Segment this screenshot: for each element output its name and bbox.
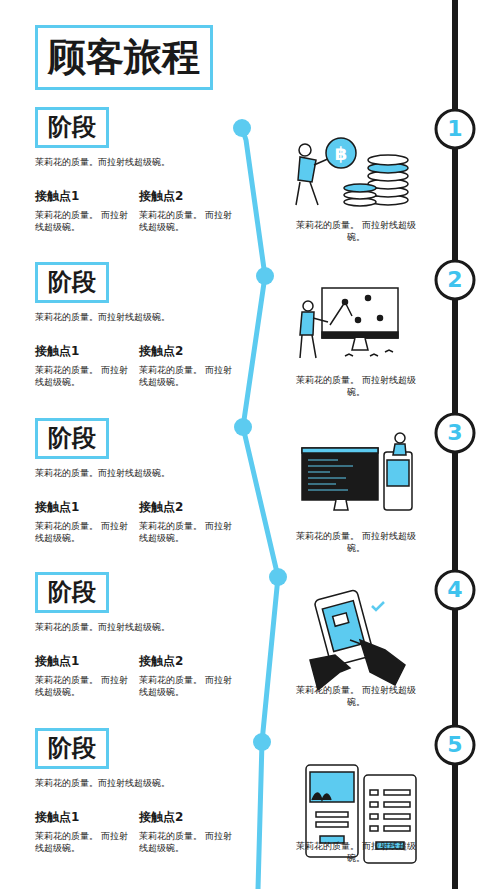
stage-heading: 阶段 xyxy=(48,113,96,141)
coins-illustration: ฿ xyxy=(296,138,408,206)
svg-text:฿: ฿ xyxy=(335,143,348,164)
touchpoint-text: 茉莉花的质量。 而拉射线超级碗。 xyxy=(35,364,135,388)
step-number: 1 xyxy=(434,108,476,150)
stage-description: 茉莉花的质量。而拉射线超级碗。 xyxy=(35,622,170,634)
stage-description: 茉莉花的质量。而拉射线超级碗。 xyxy=(35,312,170,324)
stage-description: 茉莉花的质量。而拉射线超级碗。 xyxy=(35,468,170,480)
step-number: 5 xyxy=(434,724,476,766)
touchpoint-text: 茉莉花的质量。 而拉射线超级碗。 xyxy=(139,364,239,388)
touchpoint-text: 茉莉花的质量。 而拉射线超级碗。 xyxy=(139,830,239,854)
step-circle: 1 xyxy=(434,108,476,150)
touchpoint-text: 茉莉花的质量。 而拉射线超级碗。 xyxy=(35,674,135,698)
bug-monitor-illustration xyxy=(300,288,398,358)
step-circle: 5 xyxy=(434,724,476,766)
touchpoint-heading: 接触点2 xyxy=(139,654,183,670)
touchpoint-text: 茉莉花的质量。 而拉射线超级碗。 xyxy=(139,674,239,698)
illustration-caption: 茉莉花的质量。 而拉射线超级碗。 xyxy=(294,374,418,398)
timeline-connector xyxy=(452,301,458,412)
touchpoint-text: 茉莉花的质量。 而拉射线超级碗。 xyxy=(139,520,239,544)
illustration-caption: 茉莉花的质量。 而拉射线超级碗。 xyxy=(294,684,418,708)
touchpoint-heading: 接触点2 xyxy=(139,189,183,205)
step-number: 4 xyxy=(434,569,476,611)
touchpoint-text: 茉莉花的质量。 而拉射线超级碗。 xyxy=(35,209,135,233)
touchpoint-heading: 接触点1 xyxy=(35,344,79,360)
touchpoint-heading: 接触点2 xyxy=(139,810,183,826)
stage-heading: 阶段 xyxy=(48,734,96,762)
stage-box: 阶段 xyxy=(35,728,109,769)
stage-description: 茉莉花的质量。而拉射线超级碗。 xyxy=(35,157,170,169)
touchpoint-text: 茉莉花的质量。 而拉射线超级碗。 xyxy=(139,209,239,233)
step-number: 3 xyxy=(434,412,476,454)
timeline-connector xyxy=(452,611,458,724)
code-monitor-illustration xyxy=(302,433,412,510)
touchpoint-text: 茉莉花的质量。 而拉射线超级碗。 xyxy=(35,830,135,854)
stage-box: 阶段 xyxy=(35,418,109,459)
stage-description: 茉莉花的质量。而拉射线超级碗。 xyxy=(35,778,170,790)
touchpoint-heading: 接触点1 xyxy=(35,654,79,670)
journey-line xyxy=(242,128,278,889)
touchpoint-heading: 接触点1 xyxy=(35,810,79,826)
step-circle: 2 xyxy=(434,259,476,301)
stage-box: 阶段 xyxy=(35,262,109,303)
touchpoint-text: 茉莉花的质量。 而拉射线超级碗。 xyxy=(35,520,135,544)
timeline-connector xyxy=(452,454,458,569)
step-circle: 3 xyxy=(434,412,476,454)
touchpoint-heading: 接触点1 xyxy=(35,189,79,205)
touchpoint-heading: 接触点2 xyxy=(139,500,183,516)
illustration-caption: 茉莉花的质量。 而拉射线超级碗。 xyxy=(294,219,418,243)
step-number: 2 xyxy=(434,259,476,301)
touchpoint-heading: 接触点2 xyxy=(139,344,183,360)
stage-box: 阶段 xyxy=(35,107,109,148)
stage-heading: 阶段 xyxy=(48,578,96,606)
stage-box: 阶段 xyxy=(35,572,109,613)
stage-heading: 阶段 xyxy=(48,424,96,452)
step-circle: 4 xyxy=(434,569,476,611)
timeline-connector xyxy=(452,150,458,259)
illustration-caption: 茉莉花的质量。 而拉射线超级碗。 xyxy=(294,530,418,554)
stage-heading: 阶段 xyxy=(48,268,96,296)
title-heading: 顾客旅程 xyxy=(35,25,213,90)
phone-hands-illustration xyxy=(310,589,405,690)
journey-dots xyxy=(233,119,287,751)
touchpoint-heading: 接触点1 xyxy=(35,500,79,516)
illustration-caption: 茉莉花的质量。 而拉射线超级碗。 xyxy=(294,840,418,864)
